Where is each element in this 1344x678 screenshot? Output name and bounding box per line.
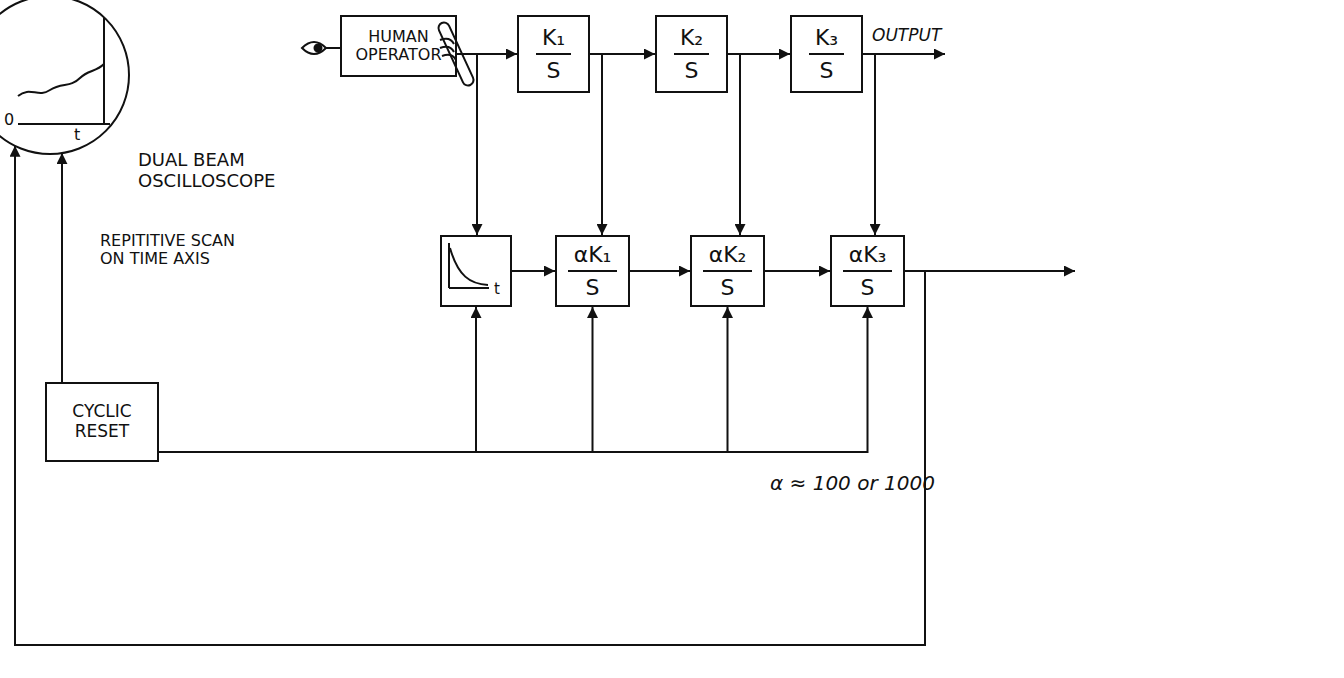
decay-curve bbox=[450, 248, 488, 285]
eye-pupil bbox=[315, 45, 322, 52]
hand-fingers bbox=[440, 39, 456, 60]
integrator-box: K₃S bbox=[790, 15, 863, 93]
fast-integrator-box: αK₂S bbox=[690, 235, 765, 307]
scan-marker bbox=[103, 18, 105, 124]
signal-line bbox=[159, 307, 476, 452]
gain-numerator: K₂ bbox=[674, 25, 709, 54]
signal-line bbox=[728, 54, 740, 235]
oscilloscope-trace bbox=[18, 18, 110, 124]
gain-denominator: S bbox=[855, 272, 881, 300]
decay-plot bbox=[449, 243, 489, 288]
integrator-box: K₂S bbox=[655, 15, 728, 93]
instrument-title: DUAL BEAM OSCILLOSCOPE bbox=[138, 150, 313, 191]
gain-denominator: S bbox=[814, 55, 840, 83]
gain-note: α ≈ 100 or 1000 bbox=[770, 472, 935, 495]
signal-line bbox=[15, 146, 925, 645]
signal-line bbox=[61, 153, 63, 382]
box-label: CYCLIC RESET bbox=[53, 402, 151, 441]
trace-curve bbox=[18, 64, 104, 96]
gain-numerator: αK₂ bbox=[703, 242, 753, 271]
signal-line bbox=[159, 307, 728, 452]
signal-line bbox=[159, 307, 868, 452]
reset-box: CYCLIC RESET bbox=[45, 382, 159, 462]
gain-denominator: S bbox=[715, 272, 741, 300]
axis-label: t bbox=[74, 126, 80, 144]
time-axis bbox=[18, 123, 110, 125]
gain-numerator: K₃ bbox=[809, 25, 844, 54]
output-arrow bbox=[905, 270, 1075, 272]
signal-line bbox=[765, 270, 830, 272]
fast-integrator-box: αK₁S bbox=[555, 235, 630, 307]
gain-numerator: αK₁ bbox=[568, 242, 618, 271]
screen-outline bbox=[0, 0, 130, 155]
signal-line bbox=[590, 54, 602, 235]
signal-line bbox=[159, 307, 593, 452]
sight-line bbox=[326, 47, 340, 49]
gain-numerator: K₁ bbox=[536, 25, 571, 54]
box-label: HUMAN OPERATOR bbox=[348, 28, 449, 65]
gain-denominator: S bbox=[541, 55, 567, 83]
operator-box: HUMAN OPERATOR bbox=[340, 15, 457, 77]
gain-denominator: S bbox=[679, 55, 705, 83]
axis-label: 0 bbox=[4, 111, 14, 129]
box-label: t bbox=[494, 281, 500, 298]
signal-line bbox=[512, 270, 555, 272]
signal-line bbox=[457, 54, 477, 235]
plot-axis bbox=[449, 287, 489, 289]
eye-outline bbox=[302, 42, 326, 54]
gain-denominator: S bbox=[580, 272, 606, 300]
signal-line bbox=[630, 270, 690, 272]
integrator-box: K₁S bbox=[517, 15, 590, 93]
eye-symbol bbox=[302, 42, 340, 54]
gain-numerator: αK₃ bbox=[843, 242, 893, 271]
screen-circle bbox=[0, 0, 129, 154]
fast-integrator-box: αK₃S bbox=[830, 235, 905, 307]
signal-line bbox=[863, 54, 875, 235]
decay-generator-box: t bbox=[440, 235, 512, 307]
oscilloscope-screen: 0tDUAL BEAM OSCILLOSCOPE bbox=[0, 0, 130, 155]
output-label: OUTPUT bbox=[872, 26, 941, 46]
edge-label: REPITITIVE SCAN ON TIME AXIS bbox=[100, 232, 240, 269]
